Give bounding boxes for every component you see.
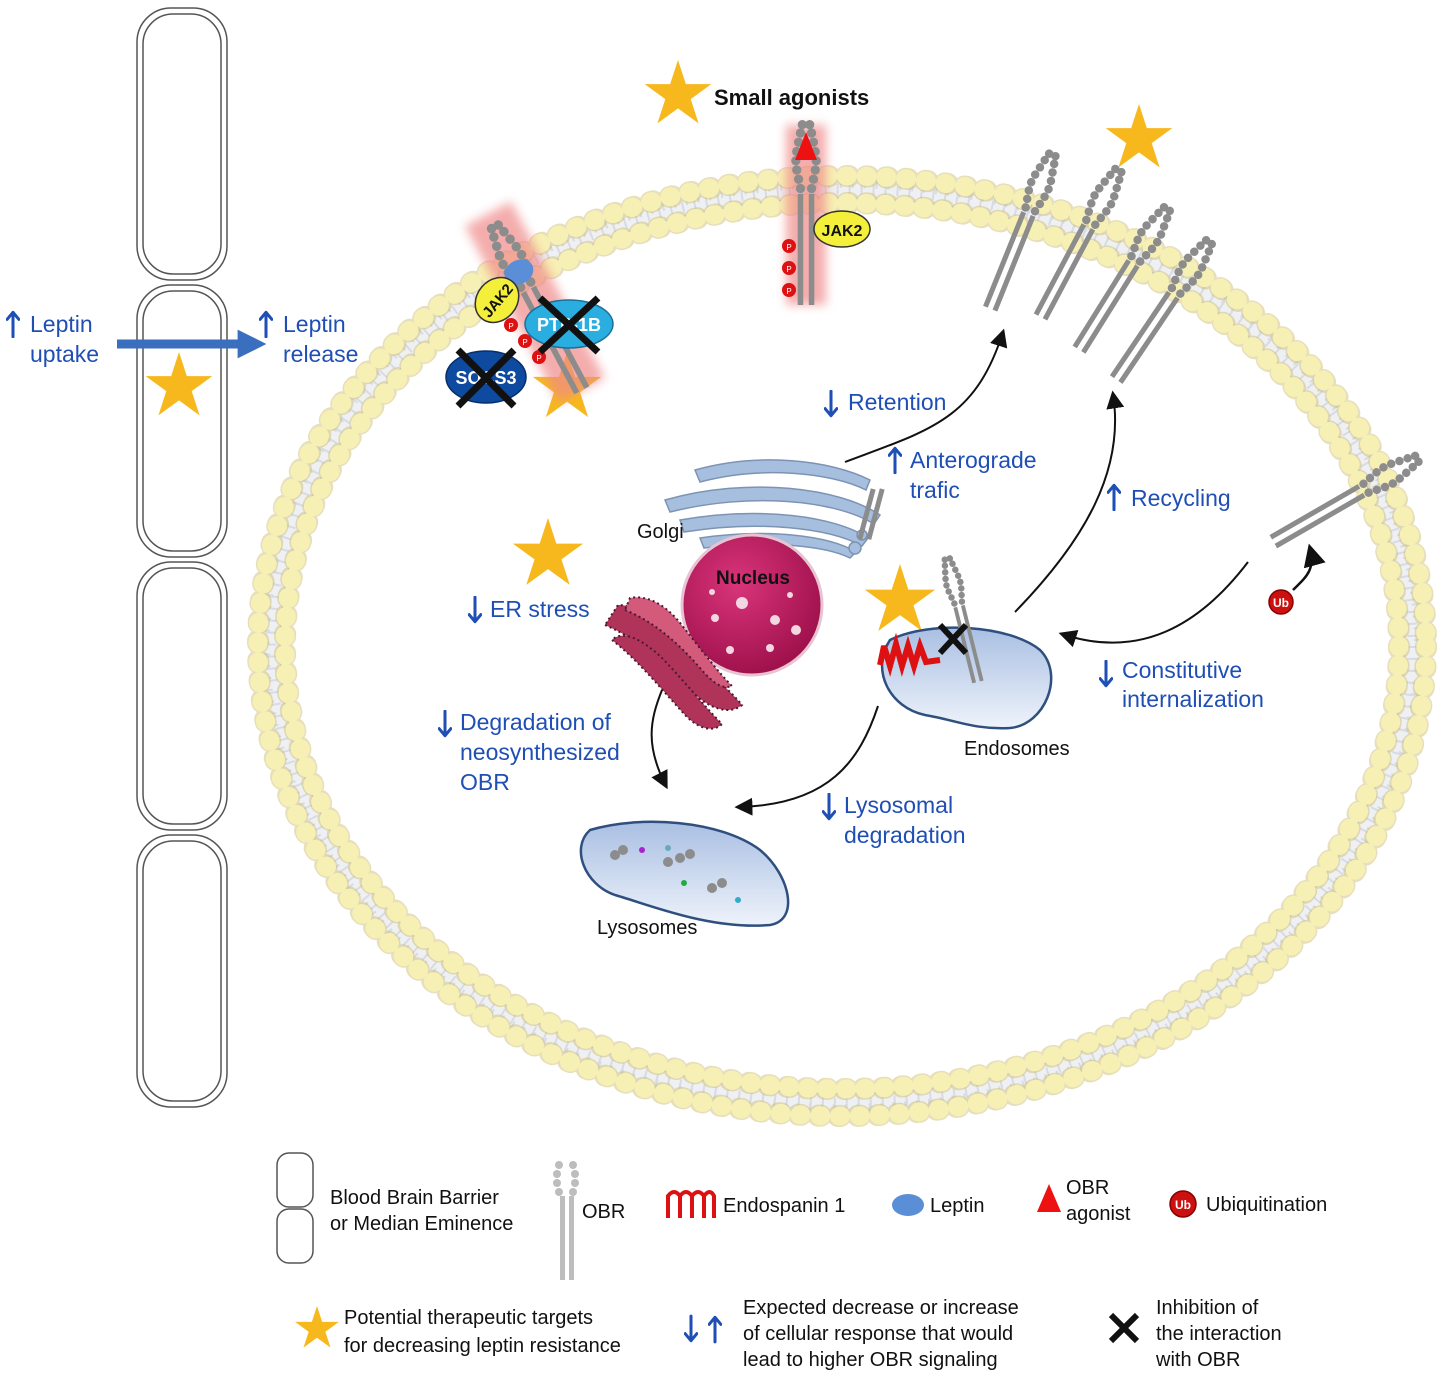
recycling-label: Recycling	[1131, 485, 1231, 511]
cell-membrane	[247, 165, 1437, 1127]
endosomes-label: Endosomes	[964, 738, 1070, 760]
legend-endospanin-label: Endospanin 1	[723, 1195, 845, 1217]
svg-text:P: P	[786, 265, 791, 274]
increase-arrow-icon	[259, 310, 273, 338]
blood-brain-barrier-cells	[136, 7, 228, 1108]
legend-leptin-icon	[892, 1194, 924, 1216]
svg-text:uptake: uptake	[30, 341, 99, 367]
golgi-label: Golgi	[637, 521, 684, 543]
legend-inhibition-label: Inhibition of	[1156, 1297, 1259, 1319]
obr-ubiquitinated-receptor: Ub	[1266, 444, 1428, 615]
svg-text:internalization: internalization	[1122, 686, 1264, 712]
svg-text:lead to higher OBR signaling: lead to higher OBR signaling	[743, 1349, 998, 1371]
obr-receptor-with-agonist: P P P JAK2	[782, 120, 871, 305]
inhibition-cross-icon	[455, 347, 517, 409]
therapeutic-target-star-icon	[145, 352, 213, 416]
endosome	[877, 553, 1053, 730]
svg-text:degradation: degradation	[844, 822, 966, 848]
constitutive-internalization-label: Constitutive	[1122, 657, 1242, 683]
svg-text:the interaction: the interaction	[1156, 1323, 1282, 1345]
increase-arrow-icon	[6, 310, 20, 338]
svg-text:P: P	[508, 322, 513, 331]
svg-text:P: P	[536, 354, 541, 363]
endoplasmic-reticulum	[603, 596, 744, 730]
svg-text:P: P	[522, 338, 527, 347]
leptin-uptake-label: Leptin	[30, 311, 93, 337]
svg-text:Ub: Ub	[1175, 1198, 1191, 1212]
svg-text:neosynthesized: neosynthesized	[460, 739, 620, 765]
small-agonists-label: Small agonists	[714, 85, 869, 110]
svg-text:P: P	[786, 287, 791, 296]
legend-expected-label: Expected decrease or increase	[743, 1297, 1019, 1319]
legend-endospanin-icon	[666, 1190, 716, 1218]
svg-text:with OBR: with OBR	[1155, 1349, 1240, 1371]
svg-text:OBR: OBR	[460, 769, 510, 795]
svg-text:P: P	[786, 243, 791, 252]
degradation-label: Degradation of	[460, 709, 611, 735]
legend-obr-icon	[553, 1161, 579, 1280]
svg-text:of cellular response that woul: of cellular response that would	[743, 1323, 1013, 1345]
legend-agonist-icon	[1037, 1184, 1061, 1212]
svg-text:agonist: agonist	[1066, 1203, 1131, 1225]
legend-cross-icon	[1108, 1312, 1140, 1344]
legend-ubiquitination-label: Ubiquitination	[1206, 1194, 1327, 1216]
leptin-release-label: Leptin	[283, 311, 346, 337]
svg-text:or Median Eminence: or Median Eminence	[330, 1213, 513, 1235]
svg-text:release: release	[283, 341, 358, 367]
legend-star-icon	[295, 1306, 339, 1348]
legend-agonist-label: OBR	[1066, 1177, 1109, 1199]
legend-obr-label: OBR	[582, 1201, 625, 1223]
anterograde-label: Anterograde	[910, 447, 1037, 473]
lysosomes-label: Lysosomes	[597, 917, 697, 939]
legend: Blood Brain Barrier or Median Eminence O…	[276, 1152, 1327, 1371]
svg-text:for decreasing leptin resistan: for decreasing leptin resistance	[344, 1335, 621, 1357]
legend-bbb-label: Blood Brain Barrier	[330, 1187, 499, 1209]
er-stress-label: ER stress	[490, 596, 590, 622]
nucleus: Nucleus	[680, 533, 824, 677]
inhibition-cross-icon	[537, 295, 601, 355]
inhibition-cross-icon	[937, 622, 969, 656]
therapeutic-target-star-icon	[1105, 104, 1173, 168]
lysosomal-degradation-label: Lysosomal	[844, 792, 953, 818]
legend-ub-icon	[1169, 1190, 1197, 1218]
retention-label: Retention	[848, 389, 946, 415]
trafficking-arrows	[650, 328, 1249, 816]
ub-label: Ub	[1273, 596, 1289, 610]
therapeutic-target-star-icon	[644, 60, 712, 124]
svg-text:trafic: trafic	[910, 477, 960, 503]
legend-bbb	[276, 1152, 314, 1264]
jak2-label: JAK2	[822, 223, 863, 240]
legend-leptin-label: Leptin	[930, 1195, 985, 1217]
legend-down-arrow-icon	[684, 1314, 698, 1343]
obr-leptin-complex: JAK2 P P P PTP-1B SOCS3	[445, 201, 614, 409]
lysosome	[579, 820, 790, 927]
nucleus-label: Nucleus	[716, 568, 790, 589]
legend-targets-label: Potential therapeutic targets	[344, 1307, 593, 1329]
legend-up-arrow-icon	[708, 1315, 722, 1344]
